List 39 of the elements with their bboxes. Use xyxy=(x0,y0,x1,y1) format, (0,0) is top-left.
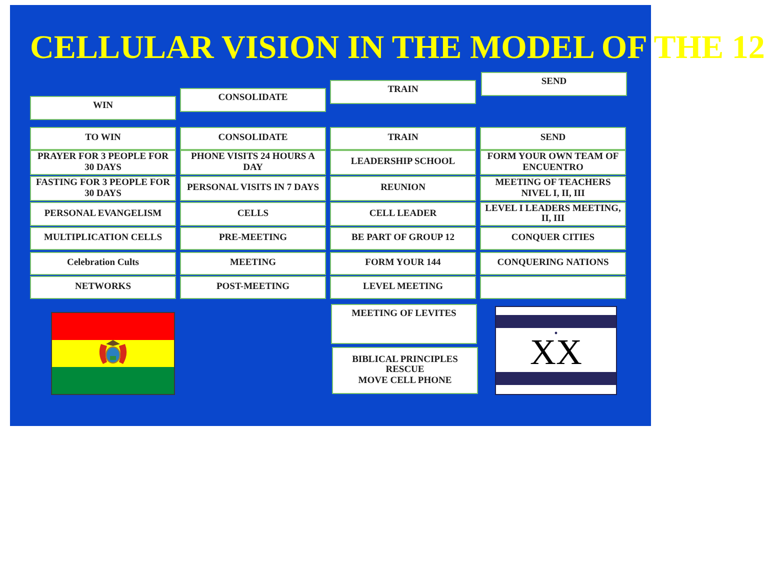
activity-text: MOVE CELL PHONE xyxy=(358,376,452,386)
activity-box: MEETING OF TEACHERS NIVEL I, II, III xyxy=(480,176,626,201)
activity-box: MEETING OF LEVITES xyxy=(331,304,477,344)
activity-box: MULTIPLICATION CELLS xyxy=(30,227,176,250)
stage-heading: TRAIN xyxy=(330,80,476,104)
activity-box: CELL LEADER xyxy=(330,202,476,226)
activity-box: LEVEL MEETING xyxy=(330,276,476,299)
activity-box: Celebration Cults xyxy=(30,252,176,275)
activity-text: RESCUE xyxy=(386,365,424,376)
activity-box: BE PART OF GROUP 12 xyxy=(330,227,476,250)
activity-box: PERSONAL EVANGELISM xyxy=(30,202,176,226)
activity-box: FORM YOUR 144 xyxy=(330,252,476,275)
activity-box: PERSONAL VISITS IN 7 DAYS xyxy=(180,176,326,201)
empty-box xyxy=(480,276,626,299)
stage-heading: CONSOLIDATE xyxy=(180,88,326,112)
flag-text: XX xyxy=(530,334,582,370)
activity-box: POST-MEETING xyxy=(180,276,326,299)
stage-heading: WIN xyxy=(30,96,176,120)
activity-box: FASTING FOR 3 PEOPLE FOR 30 DAYS xyxy=(30,176,176,201)
activity-box xyxy=(332,347,478,394)
activity-text: BIBLICAL PRINCIPLES xyxy=(352,354,458,366)
title: CELLULAR VISION IN THE MODEL OF THE 12 xyxy=(30,30,765,66)
activity-box: LEADERSHIP SCHOOL xyxy=(330,150,476,175)
activity-box: PHONE VISITS 24 HOURS A DAY xyxy=(180,150,326,175)
activity-box: CELLS xyxy=(180,202,326,226)
column-heading: SEND xyxy=(480,127,626,150)
activity-box: PRAYER FOR 3 PEOPLE FOR 30 DAYS xyxy=(30,150,176,175)
column-heading: TO WIN xyxy=(30,127,176,150)
column-heading: TRAIN xyxy=(330,127,476,150)
activity-box: REUNION xyxy=(330,176,476,201)
activity-box: CONQUERING NATIONS xyxy=(480,252,626,275)
activity-box: CONQUER CITIES xyxy=(480,227,626,250)
activity-box: FORM YOUR OWN TEAM OF ENCUENTRO xyxy=(480,150,626,175)
activity-box: NETWORKS xyxy=(30,276,176,299)
activity-box: PRE-MEETING xyxy=(180,227,326,250)
column-heading: CONSOLIDATE xyxy=(180,127,326,150)
activity-box: MEETING xyxy=(180,252,326,275)
activity-box: LEVEL I LEADERS MEETING, II, III xyxy=(480,202,626,226)
stage-heading: SEND xyxy=(481,72,627,96)
